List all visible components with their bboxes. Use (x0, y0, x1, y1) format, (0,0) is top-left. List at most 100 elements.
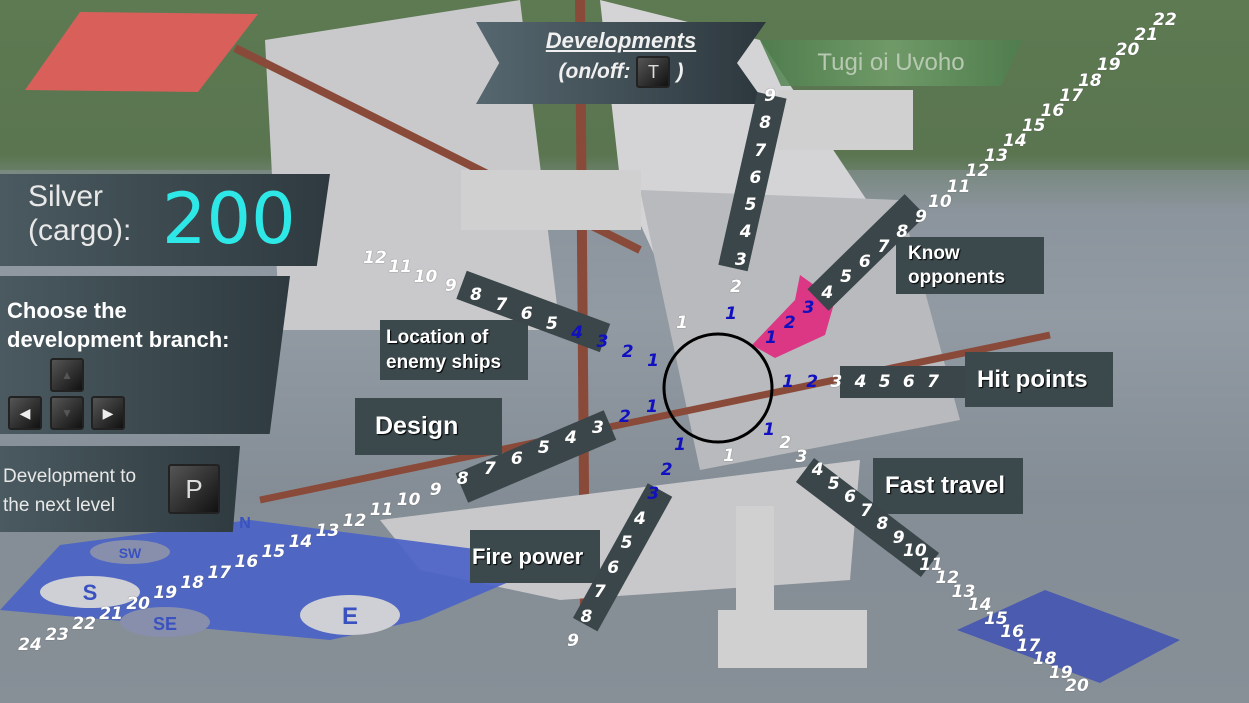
level-marker-location: 8 (470, 285, 482, 306)
level-marker-know: 7 (877, 237, 890, 258)
level-marker-fast: 12 (935, 568, 960, 589)
level-marker-up: 4 (739, 222, 752, 243)
level-marker-know: 3 (802, 297, 815, 318)
level-marker-up: 6 (749, 167, 762, 188)
toggle-label: (on/off: (558, 60, 631, 83)
level-marker-know: 18 (1078, 70, 1102, 91)
level-marker-know: 21 (1134, 25, 1159, 46)
level-marker-know: 5 (840, 267, 852, 288)
branch-label: opponents (908, 266, 1006, 288)
level-marker-fast: 9 (892, 527, 905, 548)
level-marker-fast: 4 (811, 460, 824, 481)
level-marker-design: 3 (591, 417, 604, 438)
level-marker-design: 6 (510, 448, 523, 469)
level-marker-know: 19 (1096, 55, 1121, 76)
red-marker (25, 12, 258, 92)
level-marker-know: 2 (783, 312, 796, 333)
level-marker-location: 4 (571, 322, 584, 343)
branch-hit-points[interactable]: Hit points (965, 352, 1113, 407)
level-marker-know: 4 (821, 282, 834, 303)
developments-banner: Developments (on/off: T ) (476, 22, 766, 104)
branch-location-enemy-ships[interactable]: Location of enemy ships (380, 320, 528, 380)
level-up-text: Development to (3, 466, 137, 487)
level-marker-know: 14 (1003, 131, 1027, 152)
level-marker-design: 2 (619, 407, 631, 428)
arrow-left-key[interactable]: ◀ (8, 396, 42, 430)
island-name: Tugi oi Uvoho (817, 49, 965, 76)
level-marker-fast: 14 (967, 595, 992, 616)
branch-panel-blank (778, 90, 913, 150)
level-marker-design: 14 (288, 531, 313, 552)
level-marker-know: 11 (946, 176, 971, 197)
level-marker-design: 11 (369, 500, 394, 521)
compass-n: N (239, 515, 251, 532)
level-marker-design: 9 (429, 479, 442, 500)
level-marker-design: 19 (153, 583, 178, 604)
level-marker-fast: 8 (876, 514, 889, 535)
level-marker-fast: 19 (1048, 662, 1073, 683)
level-marker-up: 8 (759, 113, 772, 134)
cargo-label: (cargo): (28, 214, 132, 247)
silver-label: Silver (28, 180, 104, 213)
level-marker-design: 12 (342, 510, 367, 531)
level-marker-location: 9 (444, 276, 457, 297)
arrow-up-key[interactable]: ▲ (50, 358, 84, 392)
level-marker-fire: 2 (660, 459, 673, 480)
level-marker-fire: 7 (593, 582, 606, 602)
compass-s: S (83, 580, 98, 605)
level-marker-fast: 11 (919, 554, 943, 575)
branch-help-panel: Choose the development branch: ▲ ◀ ▼ ▶ (0, 276, 290, 434)
branch-help-title: Choose the (7, 298, 127, 323)
arrow-down-key[interactable]: ▼ (50, 396, 84, 430)
level-marker-up: 9 (764, 86, 776, 106)
level-marker-design: 17 (207, 562, 232, 583)
branch-fast-travel[interactable]: Fast travel (873, 458, 1023, 514)
level-marker-location: 10 (413, 266, 438, 287)
level-up-key-p[interactable]: P (168, 464, 220, 514)
level-marker-know: 9 (915, 206, 928, 227)
level-marker-location: 5 (545, 313, 558, 334)
level-marker-fast: 18 (1032, 649, 1057, 670)
level-marker-hit: 4 (854, 372, 867, 392)
level-marker-know: 8 (896, 222, 909, 242)
level-marker-fast: 7 (860, 500, 873, 521)
boom (259, 331, 1051, 504)
level-marker-up: 2 (729, 276, 742, 297)
level-marker-know: 1 (765, 328, 777, 348)
branch-design[interactable]: Design (355, 398, 502, 455)
branch-panel-blank (718, 610, 867, 668)
level-marker-design: 7 (483, 459, 496, 480)
branch-know-opponents[interactable]: Know opponents (896, 237, 1044, 294)
level-marker-fast: 17 (1016, 635, 1041, 656)
level-marker-know: 22 (1153, 10, 1177, 30)
level-marker-fast: 5 (827, 473, 840, 494)
level-marker-location: 7 (495, 294, 508, 315)
level-marker-fast: 15 (984, 608, 1008, 629)
level-marker-know: 17 (1059, 85, 1084, 106)
level-marker-know: 16 (1040, 100, 1065, 121)
level-marker-fire: 8 (580, 606, 593, 627)
level-marker-location: 6 (520, 304, 533, 325)
level-marker-design: 8 (456, 469, 469, 490)
level-marker-hit: 3 (830, 372, 843, 392)
level-marker-up: 5 (744, 195, 757, 215)
island-name-banner: Tugi oi Uvoho (760, 40, 1022, 86)
branch-label: Design (375, 412, 459, 440)
branch-help-title-2: development branch: (7, 327, 230, 352)
level-marker-know: 13 (984, 146, 1008, 167)
level-marker-upleft: 1 (676, 313, 688, 333)
silver-value: 200 (162, 178, 296, 260)
arrow-right-key[interactable]: ▶ (91, 396, 125, 430)
toggle-close: ) (676, 60, 684, 83)
level-up-panel: Development to the next level P (0, 446, 240, 532)
branch-label: Fast travel (885, 472, 1006, 499)
branch-strip-hit (840, 366, 965, 398)
level-marker-know: 10 (928, 191, 952, 212)
level-marker-design: 24 (18, 635, 42, 655)
level-marker-design: 15 (261, 541, 286, 562)
silver-panel: Silver (cargo): 200 (0, 174, 330, 266)
toggle-key-t[interactable]: T (636, 56, 671, 88)
branch-fire-power[interactable]: Fire power (470, 530, 600, 583)
level-marker-fast: 2 (779, 433, 792, 454)
